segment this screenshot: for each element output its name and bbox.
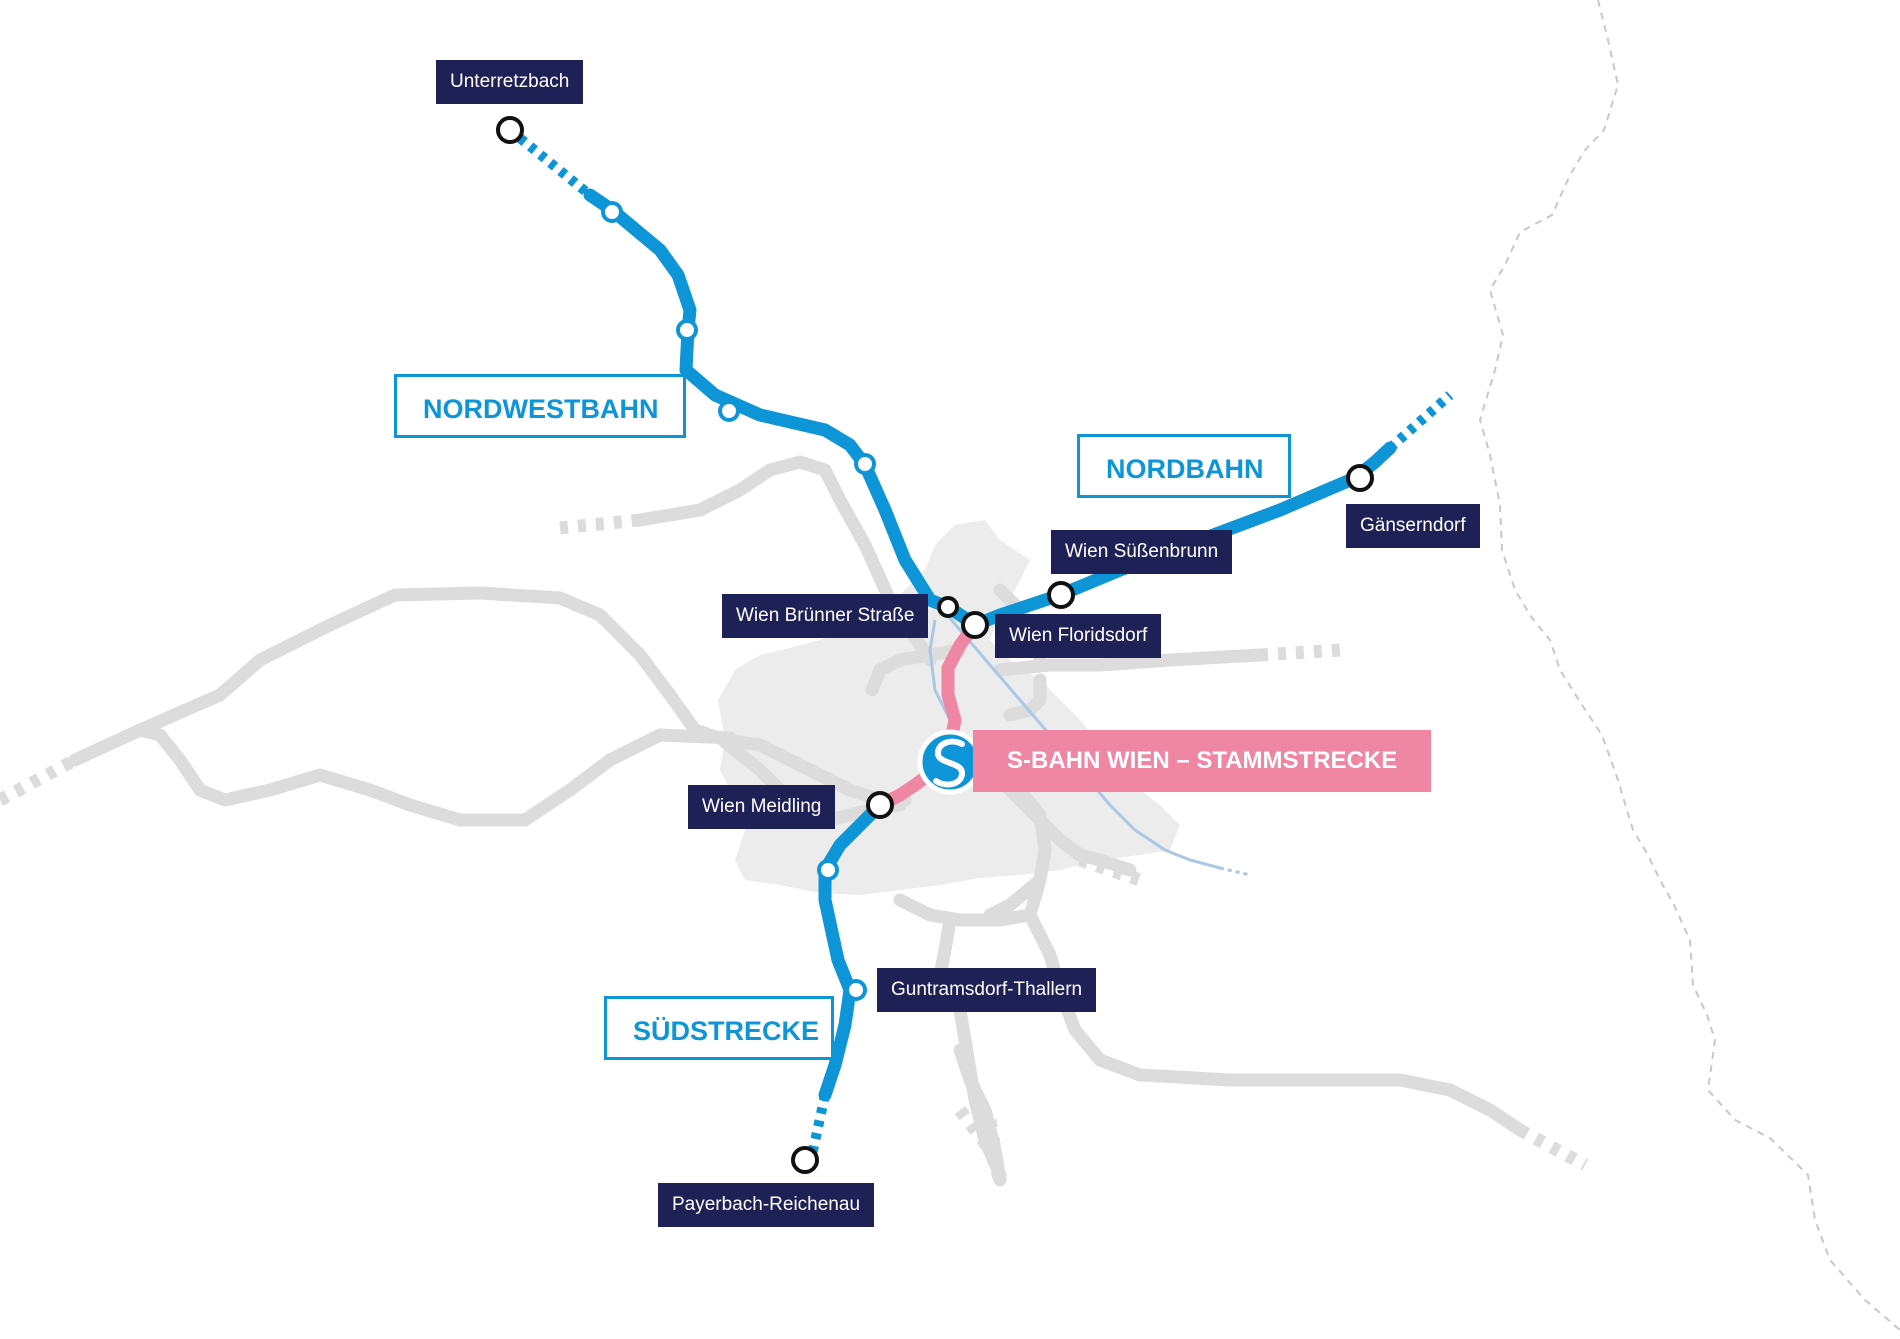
s-bahn-logo-icon [917,729,983,795]
label-payerbach-reichenau: Payerbach-Reichenau [658,1183,875,1227]
label-guntramsdorf-thallern: Guntramsdorf-Thallern [877,968,1097,1012]
minor-stations [601,201,876,1001]
station-marker-gaenserndorf [1346,464,1374,492]
station-marker [854,453,876,475]
other-rail-dashed-ends [0,513,1589,1183]
station-marker [601,201,623,223]
suedstrecke-line [818,798,887,1102]
station-marker [817,859,839,881]
station-marker-payerbach [791,1146,819,1174]
station-marker-floridsdorf [961,611,989,639]
nordbahn-line-dashed [1386,391,1454,452]
nordwestbahn-line-dashed [506,126,594,199]
line-label-nordbahn: NORDBAHN [1077,434,1291,498]
label-wien-meidling: Wien Meidling [688,785,836,829]
line-label-stammstrecke: S-BAHN WIEN – STAMMSTRECKE [973,730,1431,792]
label-wien-floridsdorf: Wien Floridsdorf [995,614,1162,658]
major-stations [496,116,1374,1174]
state-border [1478,0,1900,1331]
station-marker-suessenbrunn [1047,581,1075,609]
station-marker [718,400,740,422]
label-wien-bruenner-strasse: Wien Brünner Straße [722,594,929,638]
label-unterretzbach: Unterretzbach [436,60,584,104]
line-label-nordwestbahn: NORDWESTBAHN [394,374,686,438]
label-wien-suessenbrunn: Wien Süßenbrunn [1051,530,1233,574]
suedstrecke-line-dashed [807,1093,830,1157]
line-label-suedstrecke: SÜDSTRECKE [604,996,834,1060]
nordwestbahn-line [583,188,982,632]
station-marker-bruenner-strasse [937,596,959,618]
station-marker-unterretzbach [496,116,524,144]
station-marker-meidling [866,791,894,819]
station-marker [845,979,867,1001]
label-gaenserndorf: Gänserndorf [1346,504,1480,548]
station-marker [676,319,698,341]
